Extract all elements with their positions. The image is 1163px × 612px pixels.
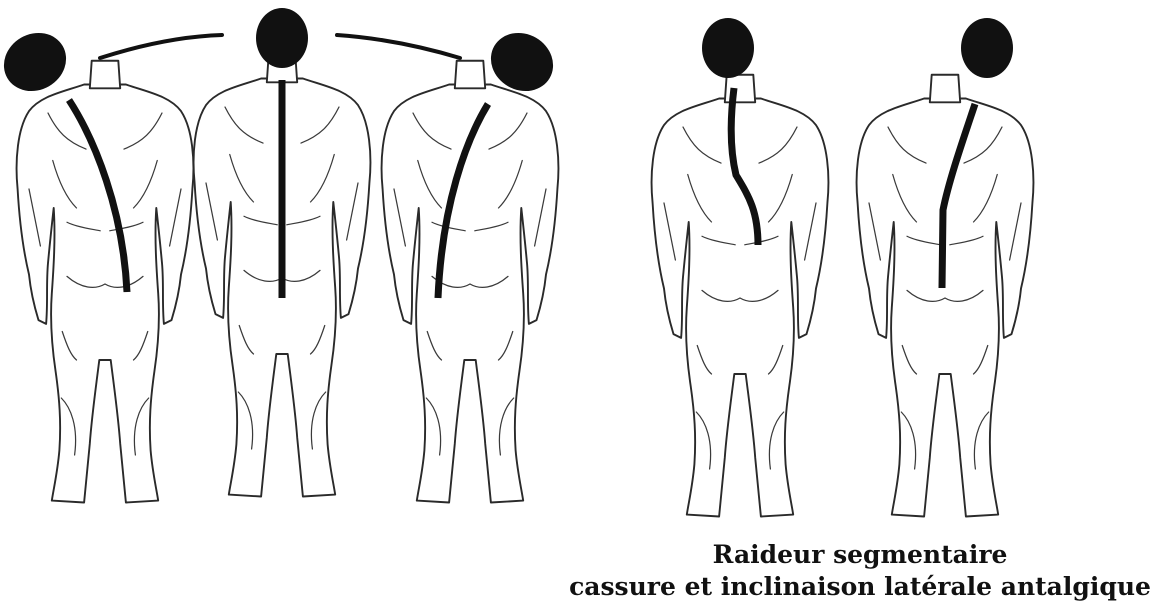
figure-4 xyxy=(652,18,829,517)
figure-2 xyxy=(194,8,371,497)
figure-5 xyxy=(857,18,1034,517)
figure-3 xyxy=(382,22,564,503)
figure-1 xyxy=(0,22,193,503)
figure-4-head xyxy=(702,18,754,78)
caption-subtitle: cassure et inclinaison latérale antalgiq… xyxy=(560,572,1160,602)
rotation-arc-right xyxy=(337,35,460,58)
caption-title: Raideur segmentaire xyxy=(560,540,1160,570)
figure-2-head xyxy=(256,8,308,68)
figure-5-head xyxy=(961,18,1013,78)
rotation-arc-left xyxy=(100,35,222,58)
